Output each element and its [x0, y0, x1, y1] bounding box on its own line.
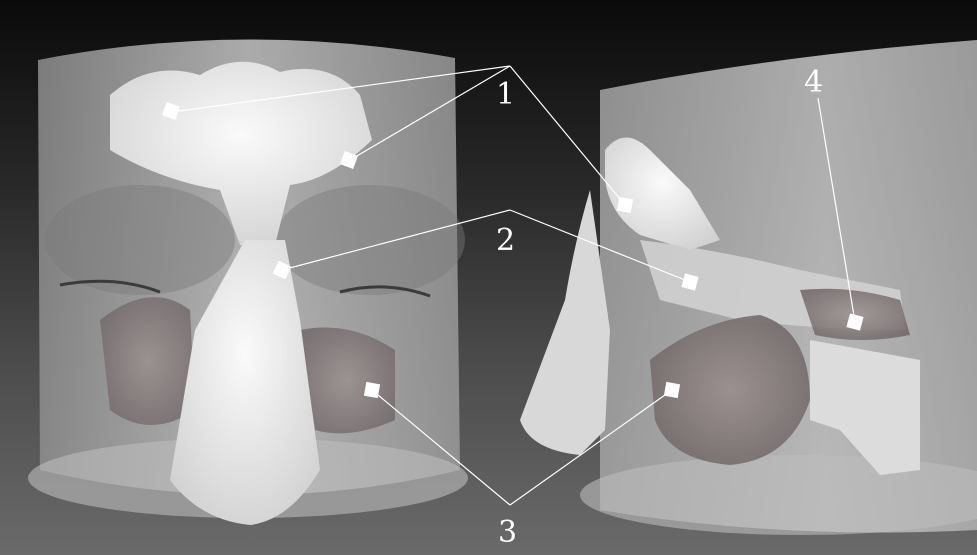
right-orbit: [275, 185, 465, 295]
label-3: 3: [498, 518, 517, 548]
label-4: 4: [804, 68, 823, 98]
marker-1c: [617, 197, 633, 213]
marker-3a: [364, 382, 380, 398]
nose-profile: [520, 190, 610, 455]
right-maxillary-sinus: [300, 328, 395, 434]
lateral-view: [520, 40, 977, 535]
label-2: 2: [496, 226, 515, 256]
label-1: 1: [496, 80, 515, 110]
frontal-view: [28, 39, 468, 525]
left-maxillary-sinus: [100, 297, 195, 425]
marker-3b: [664, 382, 680, 398]
left-orbit: [45, 185, 235, 295]
